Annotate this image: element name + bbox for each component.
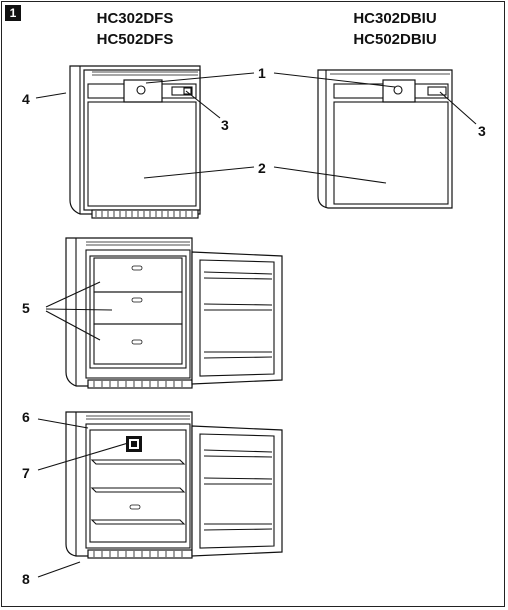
door-shelves-b: [203, 449, 273, 531]
callout-5: 5: [22, 300, 30, 316]
leader-lines: [35, 72, 477, 578]
model-name-hc502dfs: HC502DFS: [96, 31, 174, 48]
callout-3-left: 3: [221, 117, 229, 133]
door-shelves: [203, 271, 273, 359]
open-door: [191, 251, 283, 385]
callout-3-right: 3: [478, 123, 486, 139]
thermostat-knob-b: [393, 85, 403, 95]
thermostat-housing: [123, 79, 163, 103]
thermostat-knob: [136, 85, 146, 95]
fridge-builtin-closed: [317, 69, 453, 209]
callout-8: 8: [22, 571, 30, 587]
interior-plate-bottom: [93, 323, 183, 365]
callout-4: 4: [22, 91, 30, 107]
figure-number-badge: 1: [5, 5, 21, 21]
open-door-b: [191, 425, 283, 557]
thermostat-housing-b: [382, 79, 416, 103]
model-name-hc502dbiu: HC502DBIU: [353, 31, 437, 48]
callout-2: 2: [258, 160, 266, 176]
model-names-left: HC302DFS HC502DFS: [70, 8, 200, 50]
callout-1: 1: [258, 65, 266, 81]
callout-6: 6: [22, 409, 30, 425]
fridge-open-wire-shelves: [65, 411, 283, 559]
model-name-hc302dbiu: HC302DBIU: [353, 10, 437, 27]
callout-7: 7: [22, 465, 30, 481]
door-panel-b: [333, 101, 449, 205]
door-handle: [171, 86, 193, 96]
model-names-right: HC302DBIU HC502DBIU: [330, 8, 460, 50]
interior-light: [126, 436, 142, 452]
door-handle-b: [427, 86, 447, 96]
model-name-hc302dfs: HC302DFS: [96, 10, 174, 27]
wire-shelves: [90, 459, 186, 525]
door-panel: [87, 101, 197, 207]
fridge-open-shelves: [65, 237, 283, 389]
top-vent-grille: [92, 71, 198, 76]
fridge-freestanding-closed: [69, 65, 201, 219]
